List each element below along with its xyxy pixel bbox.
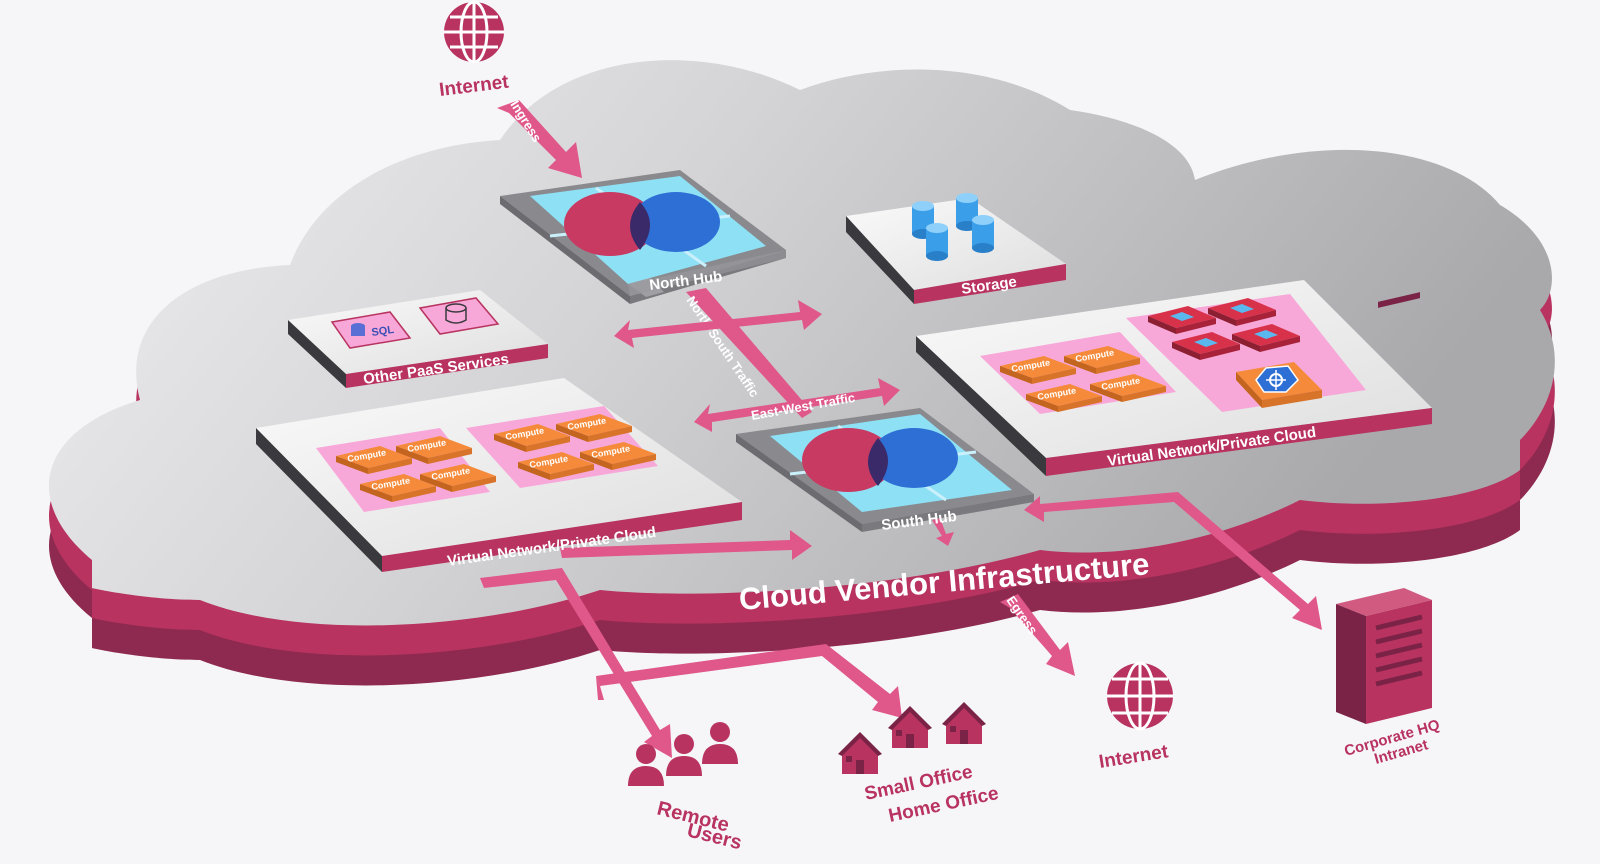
database-service-icon — [418, 297, 500, 335]
hub-link-arrow-top — [614, 300, 822, 348]
left-vnet-to-south-hub-arrow — [560, 530, 812, 560]
internet-top: Internet — [438, 0, 510, 101]
globe-icon — [1107, 661, 1173, 731]
corporate-hq: Corporate HQ Intranet — [1336, 292, 1442, 768]
south-hub: South Hub — [736, 408, 1034, 534]
globe-icon — [444, 0, 504, 64]
storage-cylinders-icon — [912, 193, 994, 261]
server-tower-icon — [1336, 292, 1432, 724]
paas-panel: SQL Other PaaS Services — [288, 290, 548, 388]
kubernetes-icon — [1236, 362, 1322, 408]
south-hub-to-corporate-arrow — [1024, 492, 1322, 630]
vnet-left-panel: Compute Compute Compute Compute Compute … — [256, 378, 742, 572]
users-icon — [628, 722, 738, 786]
vnet-right-panel: Compute Compute Compute Compute Virtual … — [916, 280, 1432, 476]
compute-group-left-a: Compute Compute Compute Compute — [336, 436, 496, 502]
remote-users-label-line2: Users — [685, 820, 744, 855]
internet-bottom: Internet — [1097, 661, 1173, 773]
compute-group-left-b: Compute Compute Compute Compute — [494, 414, 656, 480]
south-hub-down-arrow — [932, 518, 954, 546]
north-hub: North Hub — [500, 170, 786, 304]
compute-group-right: Compute Compute Compute Compute — [1000, 346, 1166, 412]
remote-users-arrow — [480, 568, 672, 758]
internet-top-label: Internet — [438, 72, 510, 101]
small-office-home-office: Small Office Home Office — [838, 702, 1001, 827]
storage-panel: Storage — [846, 193, 1066, 304]
soho-arrow — [596, 644, 902, 718]
internet-bottom-label: Internet — [1097, 741, 1170, 773]
sql-database-icon: SQL — [330, 311, 412, 349]
sql-label: SQL — [371, 324, 395, 339]
